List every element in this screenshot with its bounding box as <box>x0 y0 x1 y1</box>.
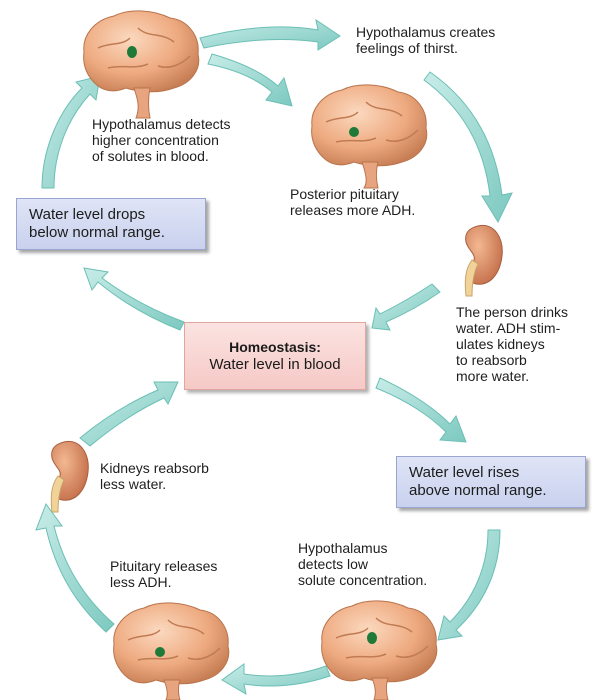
arrow-center-to-drop <box>84 268 184 330</box>
arrow-drinks-to-center <box>372 284 440 330</box>
label-kidneys-reabsorb-less: Kidneys reabsorb less water. <box>100 460 209 492</box>
arrow-rise-down <box>438 530 500 640</box>
arrow-thirst-down <box>424 72 512 222</box>
homeostasis-box: Homeostasis: Water level in blood <box>184 322 366 390</box>
kidney-left <box>51 441 88 512</box>
label-person-drinks: The person drinks water. ADH stim- ulate… <box>456 304 568 384</box>
brain-bottom-right <box>322 601 437 700</box>
brain-posterior-pituitary <box>312 85 427 188</box>
arrow-bottom-left <box>222 664 330 694</box>
pituitary-marker-bottom <box>155 647 165 657</box>
label-posterior-pituitary: Posterior pituitary releases more ADH. <box>290 186 415 218</box>
label-hypothalamus-detects-high: Hypothalamus detects higher concentratio… <box>92 116 231 164</box>
brain-top-left <box>84 11 199 118</box>
arrow-top-right <box>200 20 340 50</box>
pituitary-marker <box>349 127 359 137</box>
box-water-rises: Water level rises above normal range. <box>396 456 586 508</box>
label-hypothalamus-detects-low: Hypothalamus detects low solute concentr… <box>298 540 427 588</box>
homeostasis-subtitle: Water level in blood <box>209 356 340 374</box>
kidney-right <box>465 225 502 296</box>
arrow-bottom-left-up <box>36 504 114 632</box>
homeostasis-title: Homeostasis: <box>229 338 321 356</box>
arrow-center-to-rise <box>376 378 466 442</box>
arrow-hypo-to-pituitary <box>208 54 292 106</box>
hypothalamus-marker <box>127 46 137 58</box>
arrow-kidney-to-center <box>80 382 178 446</box>
hypothalamus-marker-bottom <box>367 632 377 644</box>
brain-bottom-left <box>114 603 229 700</box>
box-water-drops: Water level drops below normal range. <box>16 198 206 250</box>
label-hypothalamus-thirst: Hypothalamus creates feelings of thirst. <box>356 24 495 56</box>
label-pituitary-releases-less: Pituitary releases less ADH. <box>110 558 217 590</box>
